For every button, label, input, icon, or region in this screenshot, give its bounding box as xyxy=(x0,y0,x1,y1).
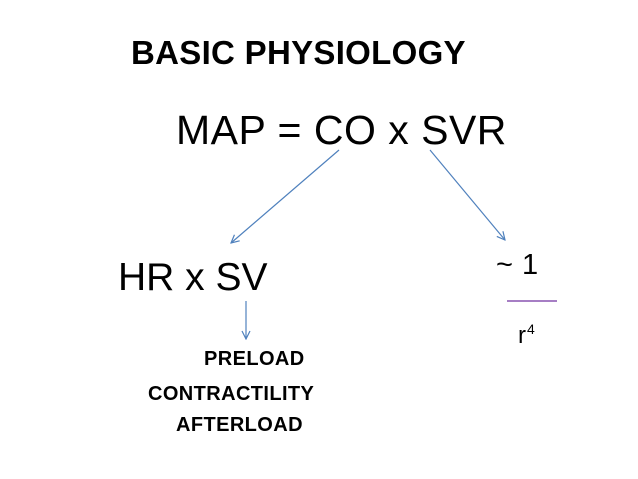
hr-x-sv-expression: HR x SV xyxy=(118,256,268,299)
factor-afterload: AFTERLOAD xyxy=(176,414,303,436)
fraction-denominator: r4 xyxy=(518,322,535,348)
factor-contractility: CONTRACTILITY xyxy=(148,383,315,405)
radius-symbol: r xyxy=(518,322,526,349)
map-formula: MAP = CO x SVR xyxy=(176,107,507,153)
slide-title: BASIC PHYSIOLOGY xyxy=(131,34,466,71)
radius-exponent: 4 xyxy=(527,321,535,337)
fraction-numerator: ~ 1 xyxy=(496,249,539,281)
arrow-co-to-hrsv xyxy=(231,149,340,243)
arrow-svr-to-resistance xyxy=(429,149,505,240)
factor-preload: PRELOAD xyxy=(204,348,305,370)
